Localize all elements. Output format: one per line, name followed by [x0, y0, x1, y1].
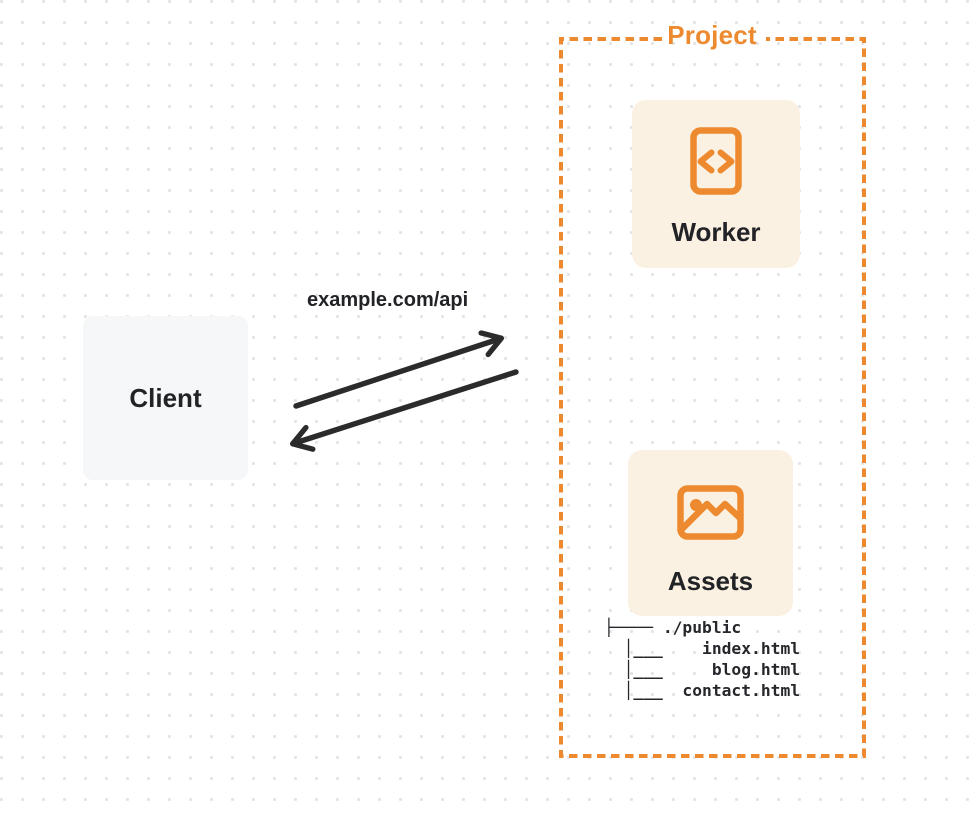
request-arrow: [293, 330, 505, 409]
worker-node: Worker: [632, 100, 800, 268]
project-boundary-label: Project: [667, 20, 757, 50]
response-arrow: [289, 369, 519, 452]
assets-node-label: Assets: [667, 566, 754, 596]
assets-node: Assets: [628, 450, 793, 616]
worker-node-label: Worker: [671, 217, 761, 247]
client-node: Client: [83, 316, 248, 480]
client-node-label: Client: [129, 382, 202, 413]
assets-file-tree: ├──── ./public │___ index.html │___ blog…: [604, 618, 801, 700]
image-icon: [677, 485, 744, 540]
request-url-label: example.com/api: [307, 289, 469, 311]
code-file-icon: [690, 127, 742, 195]
